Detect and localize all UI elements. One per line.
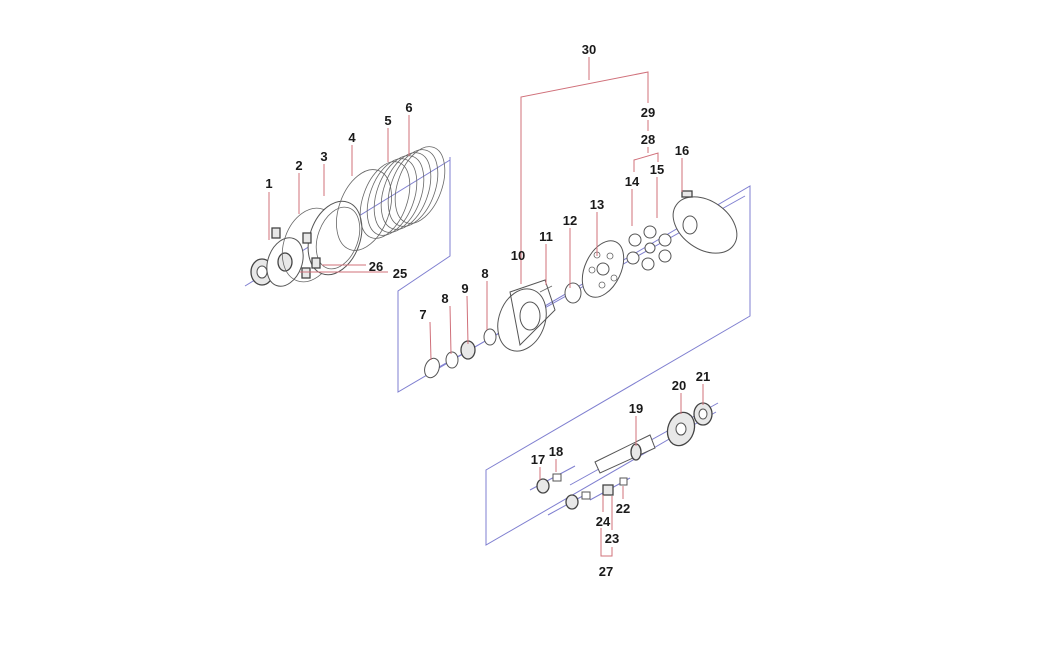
- label-part-19: 19: [629, 401, 643, 416]
- leader-lines: [268, 57, 704, 557]
- label-part-18: 18: [549, 444, 563, 459]
- label-part-6: 6: [405, 100, 412, 115]
- label-part-14: 14: [625, 174, 640, 189]
- label-part-4: 4: [348, 130, 356, 145]
- rotor-assembly-parts: [424, 190, 738, 379]
- label-part-23: 23: [605, 531, 619, 546]
- clutch-assembly-parts: [250, 146, 446, 287]
- label-part-1: 1: [265, 176, 272, 191]
- label-part-22: 22: [616, 501, 630, 516]
- label-part-29: 29: [641, 105, 655, 120]
- label-part-5: 5: [384, 113, 391, 128]
- label-part-21: 21: [696, 369, 710, 384]
- label-part-7: 7: [419, 307, 426, 322]
- label-part-9: 9: [461, 281, 468, 296]
- label-part-20: 20: [672, 378, 686, 393]
- label-part-17: 17: [531, 452, 545, 467]
- shaft-assembly-parts: [536, 402, 713, 510]
- label-part-28: 28: [641, 132, 655, 147]
- label-part-8b: 8: [441, 291, 448, 306]
- label-part-10: 10: [511, 248, 525, 263]
- label-part-15: 15: [650, 162, 664, 177]
- label-part-13: 13: [590, 197, 604, 212]
- label-part-25: 25: [393, 266, 407, 281]
- label-part-3: 3: [320, 149, 327, 164]
- label-part-11: 11: [539, 229, 553, 244]
- label-part-27: 27: [599, 564, 613, 579]
- part-labels: 1 2 3 4 5 6 26 25 30 29 28 16 14 15 13 1…: [265, 42, 710, 579]
- label-part-2: 2: [295, 158, 302, 173]
- label-part-26: 26: [369, 259, 383, 274]
- label-part-12: 12: [563, 213, 577, 228]
- label-part-24: 24: [596, 514, 611, 529]
- label-part-8a: 8: [481, 266, 488, 281]
- label-part-16: 16: [675, 143, 689, 158]
- label-part-30: 30: [582, 42, 596, 57]
